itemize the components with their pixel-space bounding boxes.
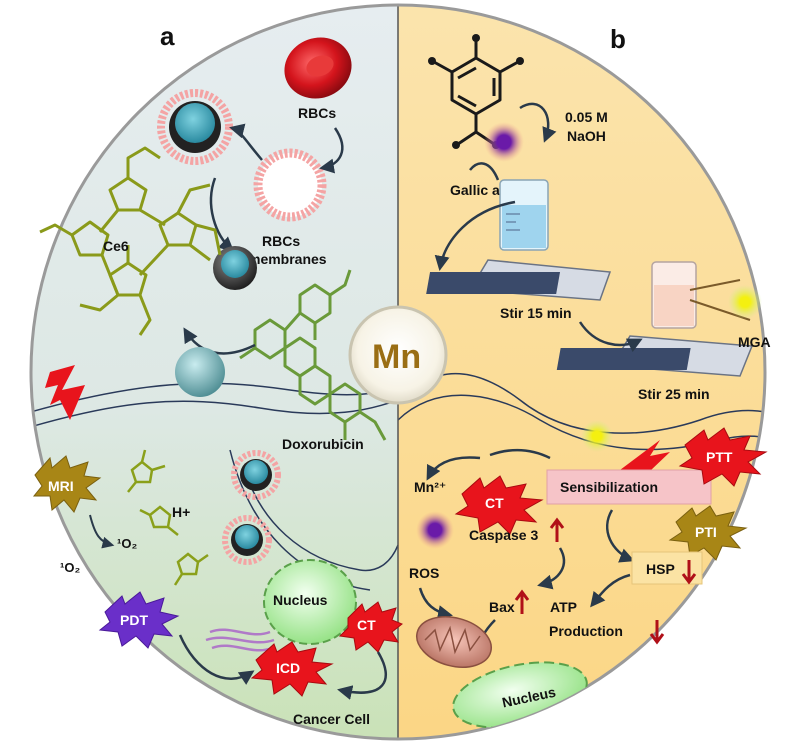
rbc-cell <box>284 37 352 99</box>
panel-label-a: a <box>160 21 175 51</box>
laser-lightning-icon-right <box>620 440 670 490</box>
label-doxorubicin: Doxorubicin <box>282 436 364 452</box>
label-h-plus: H+ <box>172 504 190 520</box>
pdt-badge <box>98 591 180 649</box>
label-mn2-plus: Mn²⁺ <box>414 479 446 495</box>
outer-ring <box>29 3 767 741</box>
arrow-down-hsp-icon <box>681 560 697 585</box>
label-stir-25: Stir 25 min <box>638 386 710 402</box>
er-structure <box>205 628 275 652</box>
label-ct-right: CT <box>485 495 504 511</box>
nucleus-left <box>263 559 357 645</box>
label-ptt: PTT <box>706 449 733 465</box>
label-rbcs-membranes-2: membranes <box>248 251 327 267</box>
arrow-down-atp-icon <box>649 620 665 645</box>
label-singlet-oxygen-b: ¹O₂ <box>60 560 80 575</box>
ce6-molecule <box>39 146 222 336</box>
label-cancer-cell: Cancer Cell <box>293 711 370 727</box>
coated-nanoparticle-cell-1 <box>231 450 281 500</box>
label-mga: MGA <box>738 334 771 350</box>
label-nucleus-left: Nucleus <box>273 592 328 608</box>
doxorubicin-molecule <box>239 269 387 441</box>
ptt-badge <box>678 427 768 487</box>
arrow-up-bax-icon <box>514 589 530 614</box>
label-bax: Bax <box>489 599 515 615</box>
coated-nanoparticle-top <box>157 89 233 165</box>
label-caspase-3: Caspase 3 <box>469 527 538 543</box>
mga-particle <box>728 285 762 319</box>
panel-label-b: b <box>610 24 626 54</box>
arrow-up-caspase-icon <box>549 517 565 542</box>
label-mri: MRI <box>48 478 74 494</box>
label-stir-15: Stir 15 min <box>500 305 572 321</box>
label-rbcs: RBCs <box>298 105 336 121</box>
mesoporous-nanoparticle <box>175 347 225 397</box>
label-hsp: HSP <box>646 561 675 577</box>
label-naoh-1: 0.05 M <box>565 109 608 125</box>
mri-badge <box>32 455 102 513</box>
label-pti: PTI <box>695 524 717 540</box>
label-rbcs-membranes-1: RBCs <box>262 233 300 249</box>
drug-molecules <box>127 449 209 586</box>
ct-badge-left <box>338 601 403 653</box>
gallic-acid-molecule <box>433 40 519 146</box>
nanoparticle-core <box>213 246 257 290</box>
mn-center-badge <box>348 305 448 405</box>
stirrer-beaker-1 <box>426 179 612 301</box>
label-mn-center: Mn <box>372 338 421 376</box>
pti-badge <box>668 505 748 561</box>
ct-badge-right <box>454 475 544 535</box>
icd-badge <box>250 641 334 697</box>
label-singlet-oxygen-a: ¹O₂ <box>117 536 137 551</box>
sensibilization-box <box>546 469 712 505</box>
label-atp-1: ATP <box>550 599 577 615</box>
mitochondrion <box>416 616 492 668</box>
label-ct-left: CT <box>357 617 376 633</box>
mn-ion-particle <box>416 511 454 549</box>
label-atp-2: Production <box>549 623 623 639</box>
stirrer-beaker-2 <box>556 261 754 377</box>
mga-particle-membrane <box>581 420 613 452</box>
mn-ion-particle-top <box>484 122 524 162</box>
label-naoh-2: NaOH <box>567 128 606 144</box>
rbc-membrane-vesicle <box>253 148 327 222</box>
label-sensibilization: Sensibilization <box>560 479 658 495</box>
label-icd: ICD <box>276 660 300 676</box>
label-ros: ROS <box>409 565 439 581</box>
laser-lightning-icon <box>45 365 85 420</box>
coated-nanoparticle-cell-2 <box>222 515 272 565</box>
label-pdt: PDT <box>120 612 148 628</box>
label-ce6: Ce6 <box>103 238 129 254</box>
